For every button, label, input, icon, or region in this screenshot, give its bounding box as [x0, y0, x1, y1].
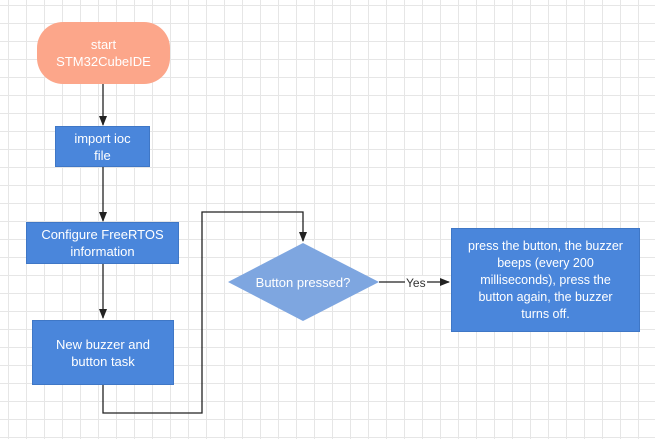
result-node: press the button, the buzzer beeps (ever… [451, 228, 640, 332]
start-node: start STM32CubeIDE [37, 22, 170, 84]
new-task-node: New buzzer and button task [32, 320, 174, 385]
decision-label: Button pressed? [255, 274, 351, 290]
configure-freertos-node: Configure FreeRTOS information [26, 222, 179, 264]
import-ioc-node: import ioc file [55, 126, 150, 167]
connector-task-to-decision [102, 211, 307, 414]
decision-diamond [228, 243, 379, 321]
yes-edge-label: Yes [405, 276, 427, 290]
